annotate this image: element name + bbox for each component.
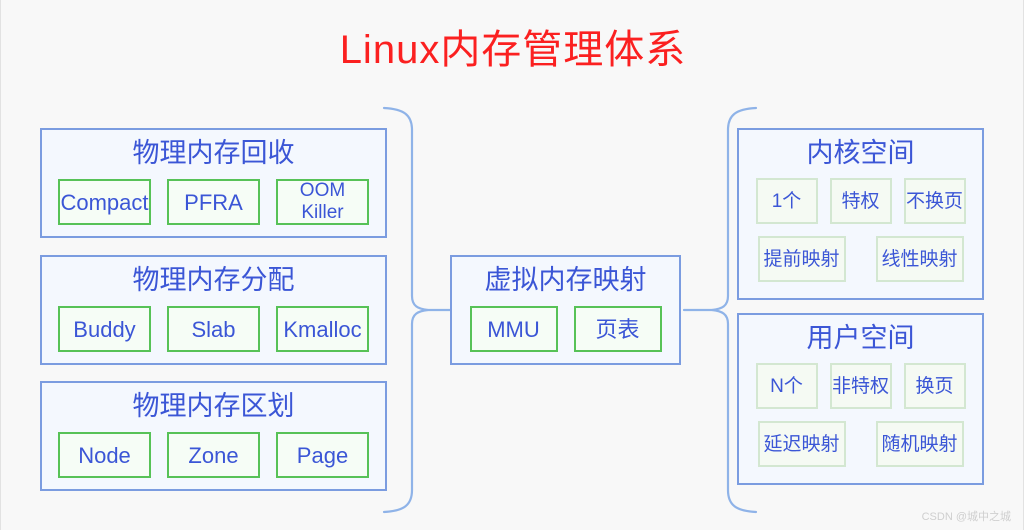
chip-zone[interactable]: Zone <box>167 432 260 478</box>
group-box-physical-memory-allocation: 物理内存分配 Buddy Slab Kmalloc <box>40 255 387 365</box>
chip-user-swap[interactable]: 换页 <box>903 363 966 409</box>
chip-node[interactable]: Node <box>58 432 151 478</box>
group-box-virtual-memory-mapping: 虚拟内存映射 MMU 页表 <box>450 255 681 365</box>
chip-user-unprivileged[interactable]: 非特权 <box>829 363 892 409</box>
chip-oom-killer[interactable]: OOM Killer <box>276 179 369 225</box>
page-title: Linux内存管理体系 <box>339 28 687 72</box>
chip-mmu[interactable]: MMU <box>469 306 558 352</box>
chip-user-lazy-mapping[interactable]: 延迟映射 <box>757 421 846 467</box>
chip-row-mapping: 延迟映射 随机映射 <box>739 421 982 467</box>
chip-user-random-mapping[interactable]: 随机映射 <box>875 421 964 467</box>
chip-kernel-privilege[interactable]: 特权 <box>829 178 892 224</box>
watermark: CSDN @城中之城 <box>921 511 1011 523</box>
chip-row-mapping: 提前映射 线性映射 <box>739 236 982 282</box>
chip-page[interactable]: Page <box>276 432 369 478</box>
chip-buddy[interactable]: Buddy <box>58 306 151 352</box>
group-title: 内核空间 <box>806 138 915 168</box>
chip-user-count[interactable]: N个 <box>755 363 818 409</box>
group-box-physical-memory-partition: 物理内存区划 Node Zone Page <box>40 381 387 491</box>
group-title: 物理内存区划 <box>132 391 295 421</box>
chip-kernel-linear-mapping[interactable]: 线性映射 <box>875 236 964 282</box>
group-title: 虚拟内存映射 <box>484 265 647 295</box>
chip-kernel-no-swap[interactable]: 不换页 <box>903 178 966 224</box>
chip-row: Compact PFRA OOM Killer <box>42 179 385 225</box>
chip-row: Buddy Slab Kmalloc <box>42 306 385 352</box>
chip-page-table[interactable]: 页表 <box>573 306 662 352</box>
chip-kernel-eager-mapping[interactable]: 提前映射 <box>757 236 846 282</box>
group-title: 用户空间 <box>806 323 915 353</box>
group-title: 物理内存回收 <box>132 138 295 168</box>
chip-pfra[interactable]: PFRA <box>167 179 260 225</box>
group-box-user-space: 用户空间 N个 非特权 换页 延迟映射 随机映射 <box>737 313 984 485</box>
chip-slab[interactable]: Slab <box>167 306 260 352</box>
chip-compact[interactable]: Compact <box>58 179 151 225</box>
chip-kernel-count[interactable]: 1个 <box>755 178 818 224</box>
group-title: 物理内存分配 <box>132 265 295 295</box>
group-box-physical-memory-reclaim: 物理内存回收 Compact PFRA OOM Killer <box>40 128 387 238</box>
chip-row: Node Zone Page <box>42 432 385 478</box>
chip-row-attributes: N个 非特权 换页 <box>739 363 982 409</box>
left-brace-connector <box>382 106 458 514</box>
group-box-kernel-space: 内核空间 1个 特权 不换页 提前映射 线性映射 <box>737 128 984 300</box>
chip-row-attributes: 1个 特权 不换页 <box>739 178 982 224</box>
chip-row: MMU 页表 <box>452 306 679 352</box>
chip-kmalloc[interactable]: Kmalloc <box>276 306 369 352</box>
